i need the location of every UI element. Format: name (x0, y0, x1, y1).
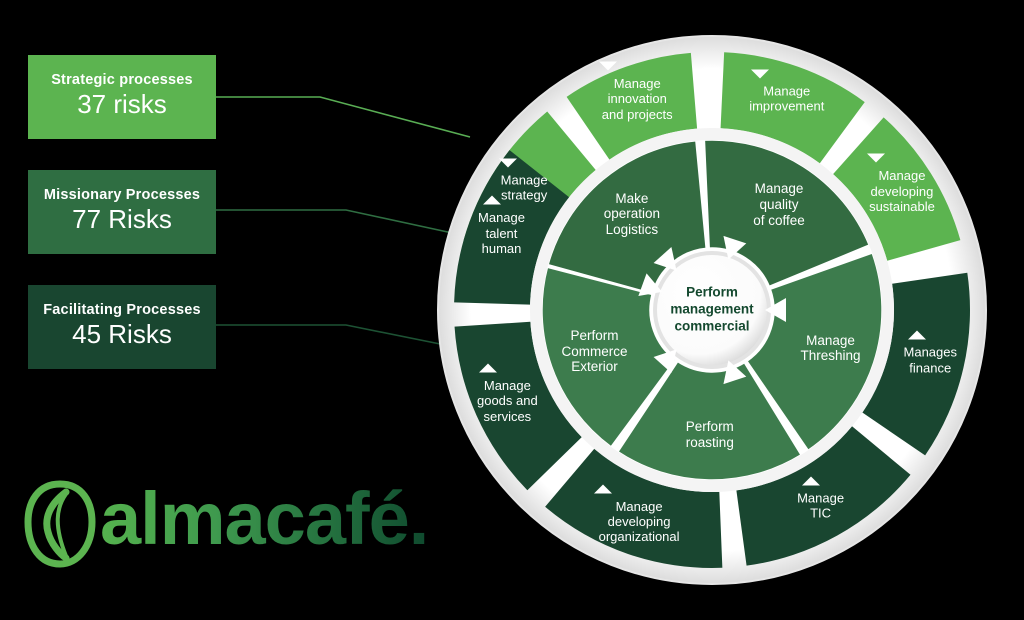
triangle-up-icon (593, 484, 612, 494)
triangle-down-icon (498, 158, 517, 168)
legend-value: 37 risks (77, 89, 167, 120)
inner-segment[interactable] (703, 139, 871, 288)
triangle-down-icon (866, 153, 885, 163)
triangle-down-icon (598, 61, 617, 71)
inward-arrow-icon (638, 273, 663, 296)
inward-arrow-icon (723, 360, 747, 385)
hub-circle[interactable] (657, 255, 767, 365)
wheel-svg (437, 35, 987, 585)
legend-item-missionary[interactable]: Missionary Processes 77 Risks (28, 170, 216, 254)
outer-segment[interactable] (720, 52, 865, 164)
legend-value: 45 Risks (72, 319, 172, 350)
outer-segment[interactable] (545, 448, 723, 568)
inward-arrow-icon (653, 246, 677, 271)
triangle-up-icon (478, 363, 497, 373)
triangle-up-icon (482, 195, 501, 205)
outer-segment[interactable] (736, 426, 911, 566)
inner-segment[interactable] (617, 360, 802, 481)
outer-segment[interactable] (833, 117, 961, 261)
inward-arrow-icon (653, 349, 677, 374)
outer-segment[interactable] (454, 150, 570, 305)
legend-title: Strategic processes (51, 71, 193, 88)
process-wheel: Perform management commercial Manage str… (437, 35, 987, 585)
coffee-leaf-icon (24, 480, 96, 568)
almacafe-logo: almacafé. (22, 478, 429, 574)
hub-arrow-group (638, 235, 786, 385)
inner-segment[interactable] (541, 266, 677, 448)
inward-arrow-icon (765, 298, 786, 322)
legend-item-strategic[interactable]: Strategic processes 37 risks (28, 55, 216, 139)
triangle-up-icon (801, 476, 820, 486)
legend-title: Missionary Processes (43, 186, 201, 203)
triangle-down-icon (751, 69, 770, 79)
legend-title: Facilitating Processes (43, 301, 201, 318)
outer-segment[interactable] (862, 272, 970, 456)
triangle-up-icon (908, 330, 927, 340)
logo-wordmark: almacafé. (100, 477, 429, 560)
inward-arrow-icon (723, 235, 747, 260)
outer-segment[interactable] (566, 52, 698, 160)
legend-item-facilitating[interactable]: Facilitating Processes 45 Risks (28, 285, 216, 369)
ring-separator (530, 128, 894, 492)
legend-value: 77 Risks (72, 204, 172, 235)
